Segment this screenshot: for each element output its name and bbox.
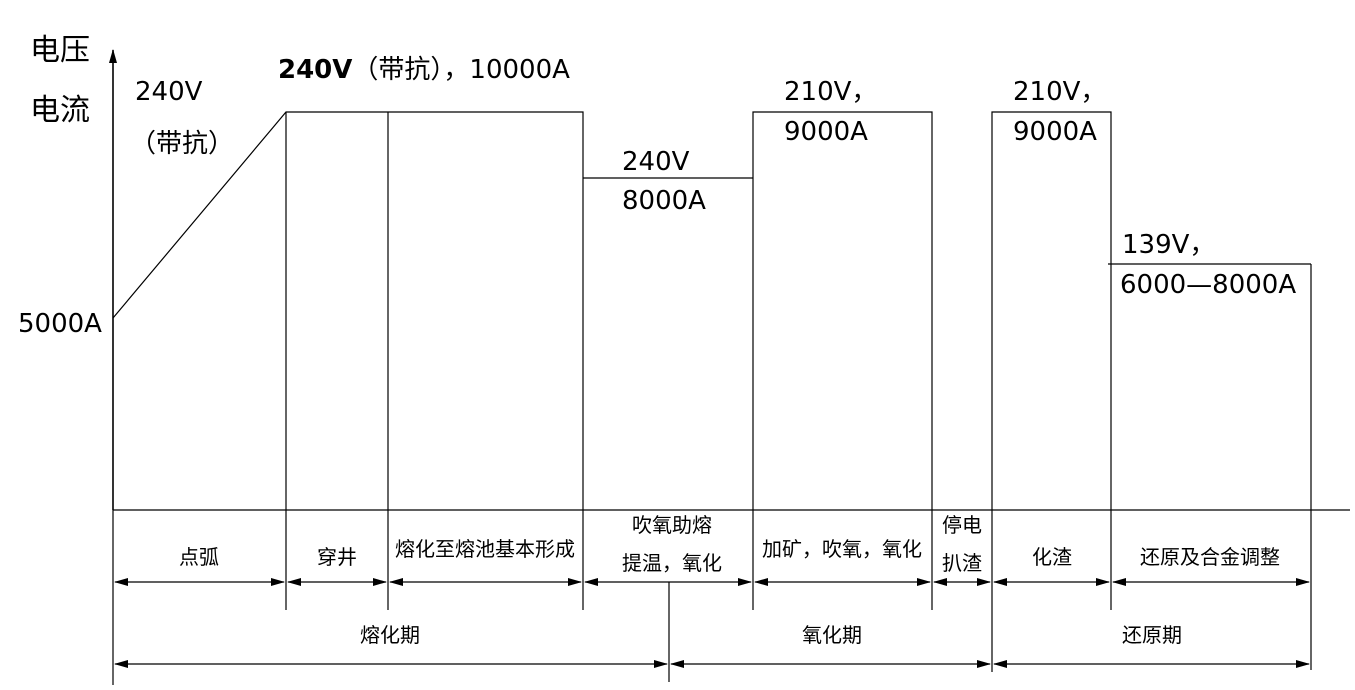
reduction-voltage-label: 139V， — [1122, 230, 1215, 260]
bore-current: （带抗），10000A — [352, 55, 570, 85]
oxy-melt-current-label: 8000A — [622, 186, 706, 216]
period-melting-label: 熔化期 — [360, 623, 420, 647]
period-oxidation-label: 氧化期 — [802, 623, 862, 647]
step-oxidation-label: 加矿，吹氧，氧化 — [762, 537, 922, 561]
bore-level-label: 240V（带抗），10000A — [278, 55, 570, 85]
slag-voltage-label: 210V， — [1013, 77, 1106, 107]
step-melt-label: 熔化至熔池基本形成 — [395, 537, 575, 561]
slag-current-label: 9000A — [1013, 117, 1097, 147]
oxidation-voltage-label: 210V， — [784, 77, 877, 107]
step-ignite-label: 点弧 — [179, 545, 219, 569]
oxidation-current-label: 9000A — [784, 117, 868, 147]
step-reduction-label: 还原及合金调整 — [1140, 545, 1280, 569]
bore-voltage: 240V — [278, 55, 352, 85]
reduction-current-label: 6000—8000A — [1120, 270, 1296, 300]
y-label-voltage: 电压 — [30, 33, 90, 68]
period-reduction-label: 还原期 — [1122, 623, 1182, 647]
step-oxy-melt-label-2: 提温，氧化 — [622, 551, 722, 575]
step-slag-off-label-2: 扒渣 — [942, 551, 982, 575]
step-slag-melt-label: 化渣 — [1032, 545, 1072, 569]
arc-reactor-label: （带抗） — [130, 129, 234, 159]
oxy-melt-voltage-label: 240V — [622, 147, 690, 177]
profile-slag-segment — [991, 111, 1112, 610]
step-oxy-melt-label-1: 吹氧助熔 — [632, 513, 712, 537]
step-slag-off-label-1: 停电 — [942, 513, 982, 537]
profile-melt-segment — [112, 111, 584, 510]
power-profile — [112, 111, 1312, 670]
start-current-label: 5000A — [18, 309, 102, 339]
arc-voltage-label: 240V — [135, 77, 203, 107]
y-label-current: 电流 — [30, 93, 90, 128]
profile-oxidation-segment — [752, 111, 933, 610]
step-bore-label: 穿井 — [317, 545, 357, 569]
